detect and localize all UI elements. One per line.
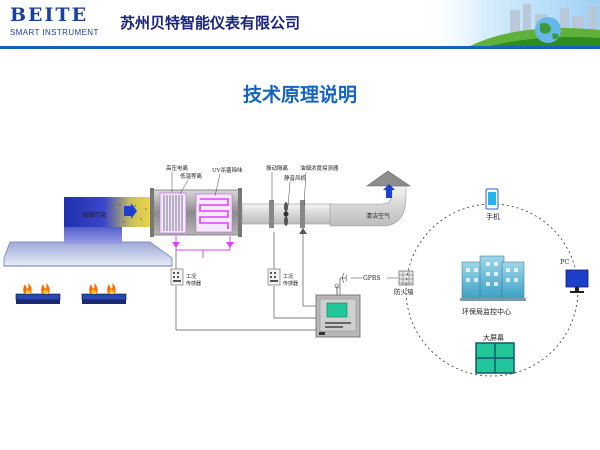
sensor-right-label-2: 传感器: [283, 280, 298, 287]
pc-label: PC: [560, 258, 569, 266]
sensor-left-label-1: 工况: [186, 274, 196, 280]
fan-icon: [283, 202, 289, 226]
phone-label: 手机: [486, 212, 500, 221]
clean-air-duct: [329, 185, 407, 227]
up-arrow-icon: [299, 228, 307, 234]
down-arrow-icon: [172, 242, 180, 248]
big-screen-label: 大屏幕: [483, 333, 504, 342]
vibration-label: 振动隔离: [266, 164, 289, 172]
flow-arrow-icon: [124, 203, 137, 219]
up-arrow-icon: [383, 184, 395, 198]
pc-monitor-icon: [565, 269, 589, 293]
uv-lamp-label: UV杀菌除味: [212, 166, 243, 174]
header-city-banner: [420, 0, 600, 46]
silencer-fan-label: 静音风机: [284, 174, 307, 182]
sensor-left-icon: [170, 268, 184, 286]
kitchen-fume-label: 油烟污染: [82, 211, 106, 219]
header-divider: [0, 46, 600, 49]
logo-wordmark: BEITE: [10, 4, 89, 26]
fume-detector-label: 油烟浓度探测器: [300, 164, 339, 172]
phone-icon: [485, 188, 499, 210]
logo-tagline: SMART INSTRUMENT: [10, 28, 99, 37]
beite-logo: BEITE SMART INSTRUMENT: [10, 5, 115, 41]
epb-center-label: 环保局监控中心: [462, 307, 511, 316]
slide-title: 技术原理说明: [242, 84, 357, 106]
wireless-signal-icon: [342, 272, 348, 284]
big-screen-icon: [475, 342, 515, 374]
firewall-icon: [398, 270, 414, 286]
globe-icon: [535, 17, 561, 43]
monitoring-center-building-icon: [460, 255, 526, 301]
antenna-icon: [334, 283, 340, 295]
gprs-label: GPRS: [363, 275, 380, 282]
firewall-label: 防火墙: [394, 287, 414, 296]
plasma-signal-lines: [175, 236, 231, 258]
kitchen-hood: [3, 241, 173, 267]
sensor-right-label-1: 工况: [283, 274, 293, 280]
down-arrow-icon: [226, 242, 234, 248]
sensor-left-label-2: 传感器: [186, 280, 201, 287]
polluted-duct: [64, 197, 154, 227]
company-name: 苏州贝特智能仪表有限公司: [120, 14, 301, 32]
stove-right-icon: [81, 283, 127, 304]
ionization-plates: [159, 192, 187, 234]
monitoring-controller: [315, 294, 361, 338]
header: BEITE SMART INSTRUMENT 苏州贝特智能仪表有限公司: [0, 0, 600, 49]
high-voltage-label: 高压电离: [166, 164, 189, 172]
sensor-right-icon: [267, 268, 281, 286]
stove-left-icon: [15, 283, 61, 304]
clean-air-label: 清洁空气: [366, 212, 390, 220]
wiring-lines: [175, 228, 346, 331]
low-temp-plasma-label: 低温等离: [180, 172, 203, 180]
uv-lamp-coil: [195, 193, 233, 233]
